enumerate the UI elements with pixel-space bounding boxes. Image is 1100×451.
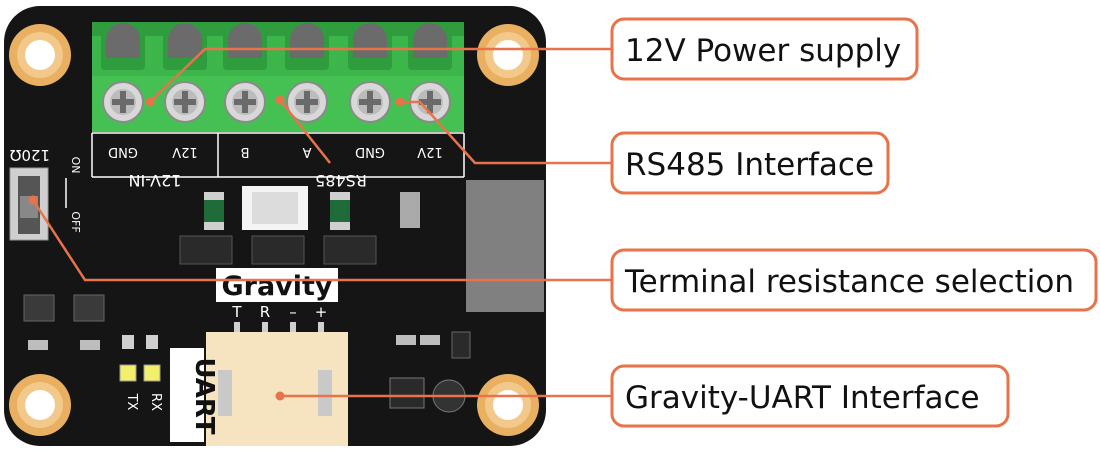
mounting-hole-top-left xyxy=(9,24,71,86)
mounting-hole-bottom-left xyxy=(9,374,71,436)
terminal-screw xyxy=(101,23,145,123)
callout-gravity-uart-text: Gravity-UART Interface xyxy=(625,380,980,416)
callout-terminal-resistance: Terminal resistance selection xyxy=(610,248,1098,312)
terminal-label: 12V xyxy=(172,144,198,159)
terminal-screw xyxy=(285,23,329,123)
led-rx-label: RX xyxy=(148,393,163,411)
uart-pin-label: R xyxy=(260,303,270,321)
callout-lines xyxy=(31,47,612,398)
callout-power-supply: 12V Power supply xyxy=(610,17,919,81)
terminal-label: GND xyxy=(108,144,138,159)
callout-dots xyxy=(28,95,405,401)
callout-terminal-resistance-text: Terminal resistance selection xyxy=(624,264,1074,300)
terminal-silkscreen: GND 12V B A GND 12V 12V-IN RS485 xyxy=(91,132,465,190)
terminal-label: B xyxy=(241,144,250,159)
group-label-12v-in: 12V-IN xyxy=(129,171,182,190)
switch-on-label: ON xyxy=(69,157,82,174)
pcb-board: GND 12V B A GND 12V 12V-IN RS485 120Ω ON OFF xyxy=(4,6,546,446)
smd-components xyxy=(23,180,544,413)
gravity-logo: Gravity xyxy=(216,268,338,302)
uart-pin-label: + xyxy=(315,303,328,321)
callout-rs485-interface: RS485 Interface xyxy=(610,131,890,195)
mounting-hole-bottom-right xyxy=(477,374,539,436)
switch-value-label: 120Ω xyxy=(10,146,50,164)
terminal-label: A xyxy=(302,144,311,159)
uart-pin-label: – xyxy=(289,303,297,321)
gravity-logo-text: Gravity xyxy=(221,271,332,302)
uart-pin-label: T xyxy=(231,303,242,321)
terminal-block xyxy=(92,22,464,132)
termination-switch: 120Ω ON OFF xyxy=(9,146,82,241)
callout-rs485-interface-text: RS485 Interface xyxy=(625,147,874,183)
mounting-hole-top-right xyxy=(477,24,539,86)
group-label-rs485: RS485 xyxy=(315,171,367,190)
terminal-screw xyxy=(163,23,207,123)
terminal-label: GND xyxy=(355,144,385,159)
terminal-label: 12V xyxy=(417,144,443,159)
callout-power-supply-text: 12V Power supply xyxy=(625,33,901,69)
uart-label: UART xyxy=(189,357,219,434)
callout-gravity-uart: Gravity-UART Interface xyxy=(610,364,1010,428)
switch-off-label: OFF xyxy=(69,211,82,232)
led-tx-label: TX xyxy=(124,393,139,411)
